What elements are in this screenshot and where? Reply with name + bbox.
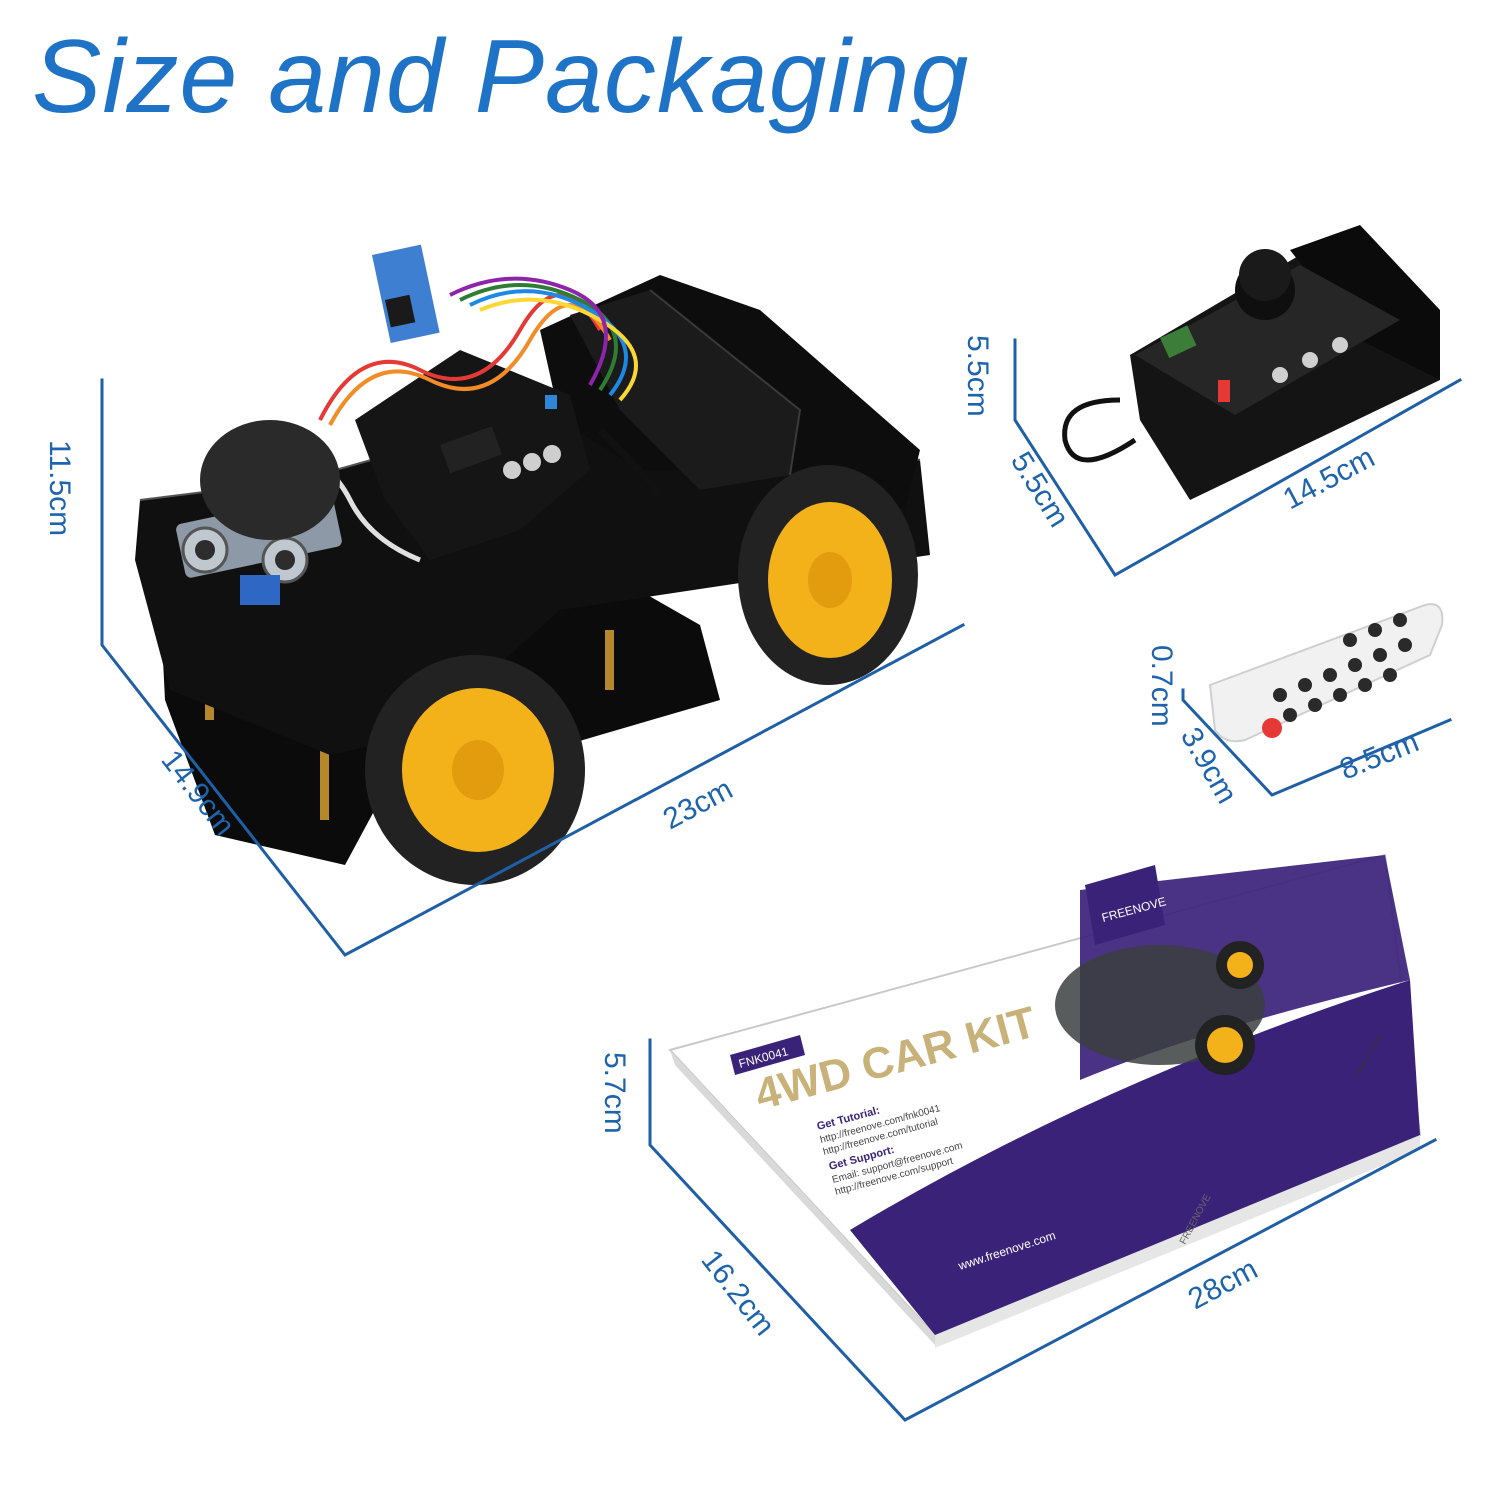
- remote-length-label: 8.5cm: [1335, 725, 1423, 786]
- rear-right-wheel: [738, 465, 918, 685]
- package-width-label: 16.2cm: [694, 1244, 781, 1342]
- remote-height-label: 0.7cm: [1145, 645, 1178, 727]
- package-box-illustration: FREENOVE FNK0041 4WD CAR KIT Get Tutoria…: [668, 853, 1422, 1348]
- package-length-label: 28cm: [1183, 1253, 1263, 1317]
- controller-illustration: [1062, 225, 1440, 500]
- remote-illustration: [1208, 603, 1444, 743]
- controller-width-label: 5.5cm: [1004, 446, 1075, 533]
- controller-length-label: 14.5cm: [1278, 441, 1380, 516]
- page-title: Size and Packaging: [32, 19, 970, 135]
- car-height-label: 11.5cm: [43, 440, 76, 536]
- front-right-wheel: [365, 655, 585, 885]
- front-left-wheel: [200, 420, 340, 540]
- package-height-label: 5.7cm: [598, 1052, 631, 1134]
- controller-height-label: 5.5cm: [961, 335, 994, 417]
- car-illustration: [135, 244, 930, 885]
